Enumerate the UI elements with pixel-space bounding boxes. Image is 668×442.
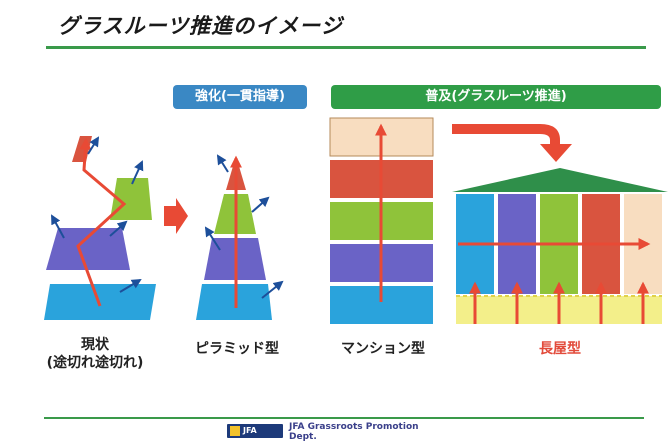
- footer-dept: JFA Grassroots Promotion Dept.: [289, 422, 439, 442]
- pyramid-base-layer: [196, 284, 272, 320]
- mansion-diagram: [329, 117, 434, 324]
- curved-transition-arrow-icon: [452, 124, 572, 162]
- transition-arrow-icon: [164, 198, 188, 234]
- caption-nagaya: 長屋型: [539, 341, 581, 357]
- jfa-logo-text: JFA: [243, 426, 257, 435]
- title-underline: [46, 46, 646, 49]
- slide-title: グラスルーツ推進のイメージ: [58, 14, 343, 38]
- jfa-logo: JFA: [227, 424, 283, 438]
- spread-label: 普及(グラスルーツ推進): [331, 85, 661, 109]
- nagaya-diagram: [452, 168, 668, 324]
- strengthen-label: 強化(一貫指導): [173, 85, 307, 109]
- pyramid-diagram: [196, 154, 284, 320]
- caption-mansion: マンション型: [341, 341, 425, 357]
- footer-line1: JFA Grassroots Promotion: [289, 422, 419, 432]
- footer-rule: [44, 417, 644, 419]
- caption-current: 現状 (途切れ途切れ): [40, 336, 150, 372]
- caption-current-line2: (途切れ途切れ): [46, 355, 144, 371]
- nagaya-roof: [452, 168, 668, 192]
- footer-line2: Dept.: [289, 432, 317, 442]
- caption-current-line1: 現状: [81, 337, 109, 353]
- current-top-layer: [72, 136, 92, 162]
- caption-pyramid: ピラミッド型: [195, 341, 279, 357]
- current-zigzag-arrow: [76, 137, 127, 307]
- current-state-diagram: [44, 136, 156, 320]
- current-mid-layer: [46, 228, 130, 270]
- current-upper-layer: [110, 178, 152, 220]
- jfa-emblem-icon: [230, 426, 240, 436]
